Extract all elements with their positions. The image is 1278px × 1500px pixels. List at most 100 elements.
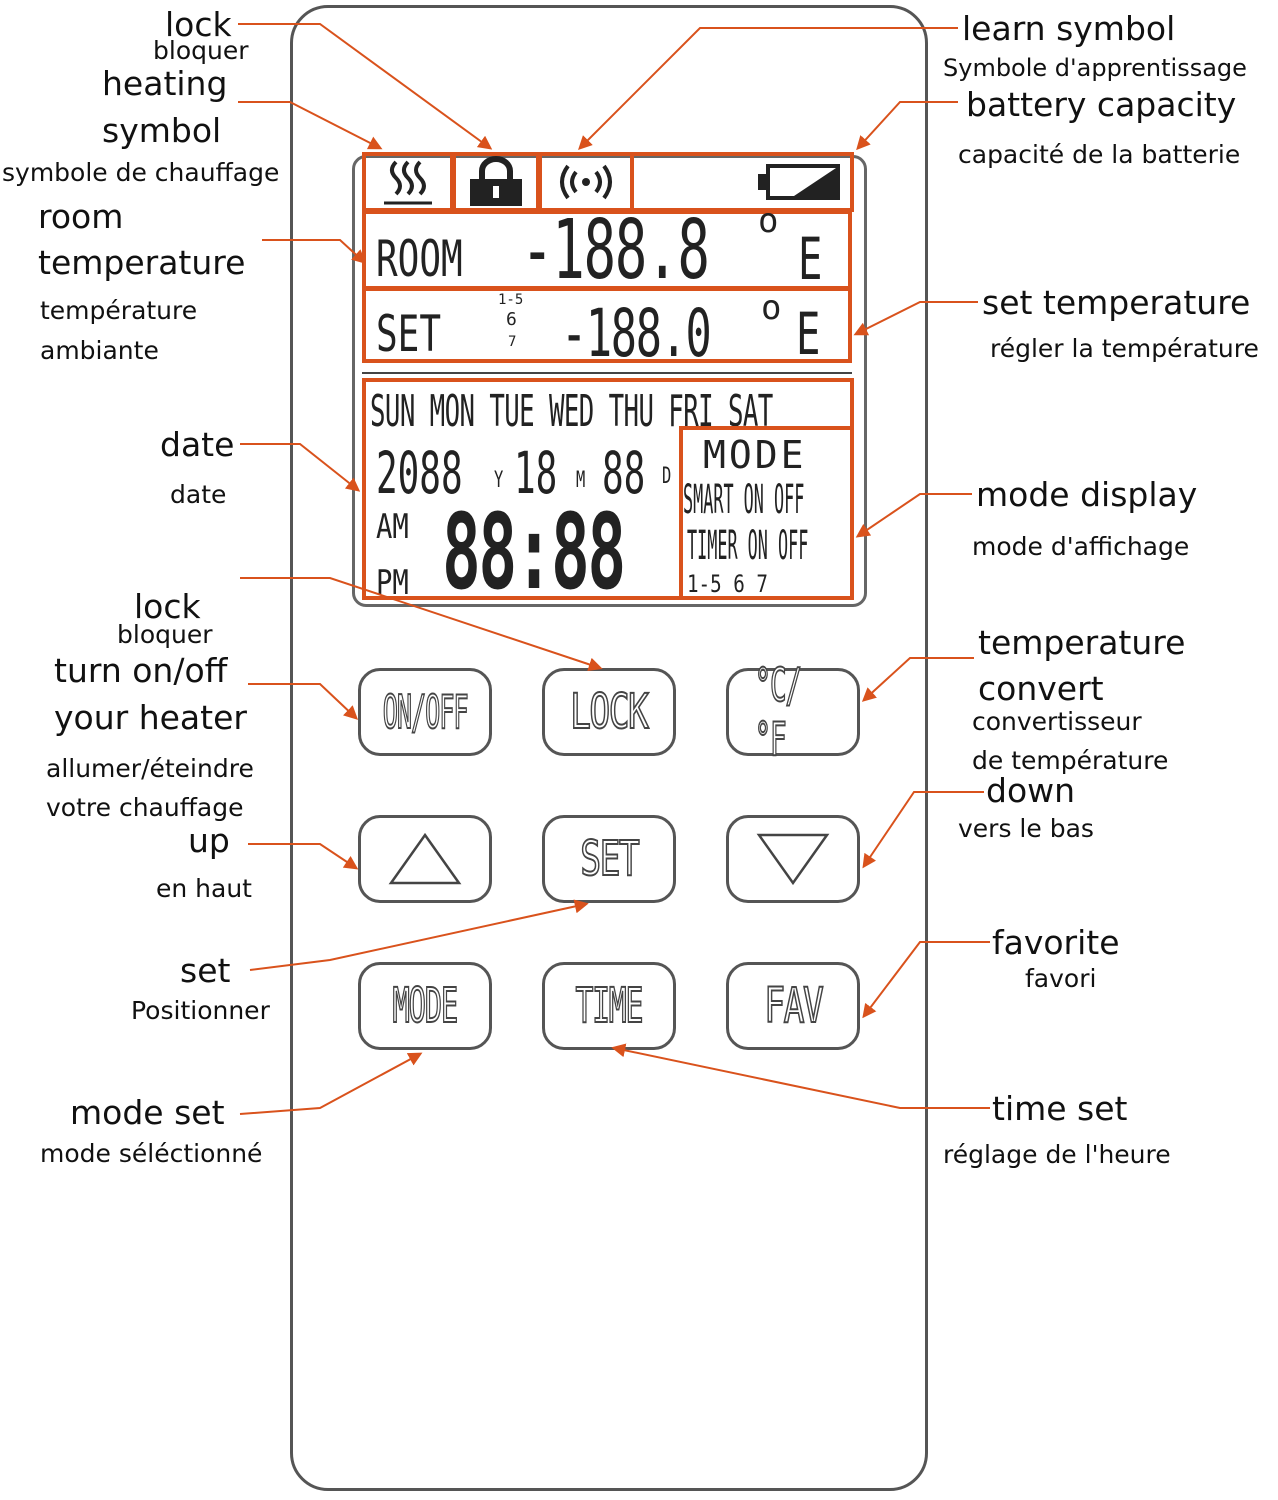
up-triangle-icon <box>388 832 462 885</box>
am-indicator: AM <box>376 507 409 547</box>
set-button[interactable]: SET <box>542 815 676 903</box>
up-button[interactable] <box>358 815 492 903</box>
mode-button[interactable]: MODE <box>358 962 492 1050</box>
clock-value: 88:88 <box>442 491 626 613</box>
set-day-7: 7 <box>508 334 517 350</box>
arrow-lock-mid <box>240 577 603 672</box>
arrow-favorite <box>862 941 990 1019</box>
lock-icon <box>470 156 522 206</box>
weekday-wed: WED <box>548 386 594 437</box>
arrow-set <box>249 899 589 971</box>
onoff-label-en-1: turn on/off <box>54 651 228 690</box>
mode-days-row: 1-5 6 7 <box>687 570 768 598</box>
room-temp-label-fr-1: température <box>40 296 198 325</box>
lock-mid-label-fr: bloquer <box>117 620 213 649</box>
arrow-down <box>862 791 984 869</box>
arrow-time-set <box>611 1043 990 1109</box>
smart-row: SMART ON OFF <box>683 477 805 523</box>
temp-convert-label-fr-2: de température <box>972 746 1169 775</box>
temp-convert-label-en-2: convert <box>978 669 1104 708</box>
down-triangle-icon <box>756 833 830 886</box>
date-label-en: date <box>160 425 235 464</box>
battery-label-en: battery capacity <box>966 85 1237 124</box>
month-value: 18 <box>514 439 558 507</box>
year-marker: Y <box>494 468 504 493</box>
mode-title: MODE <box>703 433 807 477</box>
set-label-fr: Positionner <box>131 996 270 1025</box>
battery-label-fr: capacité de la batterie <box>958 140 1241 169</box>
learn-label-fr: Symbole d'apprentissage <box>943 54 1247 82</box>
down-label-fr: vers le bas <box>958 814 1094 843</box>
lcd-separator <box>362 372 852 374</box>
set-label: SET <box>376 305 442 363</box>
down-label-en: down <box>986 771 1076 810</box>
temp-convert-label-en-1: temperature <box>978 623 1186 662</box>
arrow-set-temp <box>853 301 978 336</box>
temp-convert-label-fr-1: convertisseur <box>972 707 1142 736</box>
down-button[interactable] <box>726 815 860 903</box>
onoff-label-fr-2: votre chauffage <box>46 793 244 822</box>
room-temperature-box: ROOM -188.8 o E <box>362 203 852 298</box>
weekday-mon: MON <box>429 386 475 437</box>
set-label-en: set <box>180 951 231 990</box>
mode-set-label-fr: mode séléctionné <box>40 1139 263 1168</box>
arrow-mode-display <box>855 493 972 538</box>
on-off-button[interactable]: ON/OFF <box>358 668 492 756</box>
battery-icon <box>758 164 840 200</box>
set-temp-label-fr: régler la température <box>990 334 1259 363</box>
room-unit: E <box>798 225 823 293</box>
weekday-tue: TUE <box>489 386 535 437</box>
arrow-onoff <box>248 683 359 720</box>
set-unit: E <box>796 300 821 368</box>
mode-set-label-en: mode set <box>70 1093 225 1132</box>
favorite-label-en: favorite <box>992 923 1120 962</box>
set-temp-label-en: set temperature <box>982 283 1251 322</box>
arrow-up <box>248 843 359 870</box>
up-label-fr: en haut <box>156 874 252 903</box>
heating-label-en-2: symbol <box>102 111 222 150</box>
mode-display-label-en: mode display <box>976 475 1198 514</box>
heating-label-fr: symbole de chauffage <box>2 158 280 187</box>
lock-button[interactable]: LOCK <box>542 668 676 756</box>
learn-label-en: learn symbol <box>962 9 1176 48</box>
weekday-sun: SUN <box>370 386 415 437</box>
arrow-mode-set <box>239 1052 423 1115</box>
favorite-label-fr: favori <box>1025 964 1097 993</box>
weekday-thu: THU <box>608 386 654 437</box>
time-button[interactable]: TIME <box>542 962 676 1050</box>
set-temperature-box: SET 1-5 6 7 -188.0 o E <box>362 287 852 368</box>
weekday-row: SUN MON TUE WED THU FRI SAT <box>370 390 773 434</box>
arrow-lock-top <box>238 23 493 150</box>
favorite-button[interactable]: FAV <box>726 962 860 1050</box>
arrow-learn <box>578 27 958 150</box>
arrow-heating <box>238 101 383 150</box>
heating-icon <box>384 160 432 205</box>
time-set-label-fr: réglage de l'heure <box>943 1140 1171 1169</box>
month-marker: M <box>576 468 586 493</box>
date-time-box: SUN MON TUE WED THU FRI SAT 2088 Y 18 M … <box>362 378 854 604</box>
mode-display-label-fr: mode d'affichage <box>972 532 1190 561</box>
unit-toggle-button[interactable]: °C/°F <box>726 657 860 767</box>
timer-row: TIMER ON OFF <box>687 523 809 569</box>
room-temp-label-en-1: room <box>38 197 124 236</box>
heating-label-en-1: heating <box>102 64 228 103</box>
room-temp-label-en-2: temperature <box>38 243 246 282</box>
set-day-1-5: 1-5 <box>498 292 524 308</box>
room-degree-mark: o <box>758 201 779 241</box>
arrow-battery <box>856 101 958 151</box>
year-value: 2088 <box>376 439 463 507</box>
onoff-label-en-2: your heater <box>54 698 247 737</box>
day-marker: D <box>662 464 672 489</box>
date-label-fr: date <box>170 480 227 509</box>
mode-display-box: MODE SMART ON OFF TIMER ON OFF 1-5 6 7 <box>679 426 854 600</box>
room-temperature-value: -188.8 <box>521 203 710 298</box>
set-degree-mark: o <box>761 288 782 328</box>
up-label-en: up <box>188 821 230 860</box>
learn-signal-icon <box>560 164 612 200</box>
room-temp-label-fr-2: ambiante <box>40 336 159 365</box>
arrow-date <box>240 443 361 492</box>
arrow-room-temp <box>262 239 367 264</box>
lock-top-label-en: lock <box>165 5 232 44</box>
lock-top-label-fr: bloquer <box>153 36 249 65</box>
